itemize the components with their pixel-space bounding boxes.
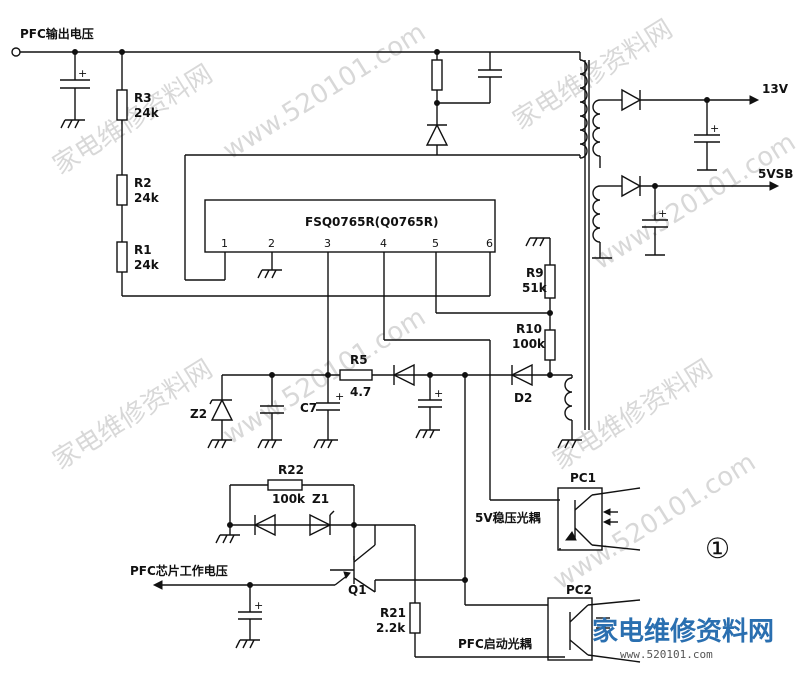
r21-value: 2.2k [376, 621, 406, 635]
pc1-label: PC1 [570, 471, 596, 485]
q1-label: Q1 [348, 583, 367, 597]
output-5vsb: + [615, 174, 780, 256]
watermark-site-4: 家电维修资料网 [548, 354, 718, 476]
r1-label: R1 [134, 243, 152, 257]
site-logo: 家电维修资料网 www.520101.com [592, 616, 774, 661]
ic-label: FSQ0765R(Q0765R) [305, 215, 439, 229]
svg-text:+: + [78, 67, 87, 80]
snubber-network [185, 52, 580, 156]
label-5vsb: 5VSB [758, 167, 793, 181]
svg-text:+: + [335, 390, 344, 403]
r2-resistor [116, 174, 128, 206]
ic-pin-4: 4 [380, 237, 387, 250]
watermark-url-2: www.520101.com [588, 127, 801, 276]
r9-value: 51k [522, 281, 548, 295]
label-pfc-chip: PFC芯片工作电压 [130, 563, 228, 578]
logo-text: 家电维修资料网 [592, 616, 774, 647]
pc2-label: PC2 [566, 583, 592, 597]
vcc-rail: + + [207, 363, 573, 605]
r5-value: 4.7 [350, 385, 371, 399]
watermark-url-3: www.520101.com [218, 302, 431, 451]
watermark-url-4: www.520101.com [548, 447, 761, 596]
ic-pin-6: 6 [486, 237, 493, 250]
svg-text:+: + [710, 122, 719, 135]
r1-resistor [116, 241, 128, 273]
label-pfc-output: PFC输出电压 [20, 26, 94, 41]
r9-label: R9 [526, 266, 544, 280]
r10-value: 100k [512, 337, 546, 351]
transformer [557, 52, 615, 449]
svg-text:+: + [658, 207, 667, 220]
pc2-desc: PFC启动光耦 [458, 636, 532, 651]
logo-url: www.520101.com [620, 648, 713, 661]
output-13v: + [615, 88, 760, 171]
r1-value: 24k [134, 258, 160, 272]
pc1-optocoupler [490, 487, 641, 551]
circle-number: ① [705, 532, 730, 565]
r5-label: R5 [350, 353, 368, 367]
r3-value: 24k [134, 106, 160, 120]
z1-label: Z1 [312, 492, 329, 506]
r21-label: R21 [380, 606, 406, 620]
ic-fsq0765r [184, 155, 553, 500]
r9-r10 [525, 237, 556, 375]
watermark-url-1: www.520101.com [218, 17, 431, 166]
ic-body [204, 199, 496, 253]
svg-text:+: + [254, 599, 263, 612]
input-capacitor: + [60, 52, 90, 129]
r2-value: 24k [134, 191, 160, 205]
r22-value: 100k [272, 492, 306, 506]
label-13v: 13V [762, 82, 789, 96]
z2-label: Z2 [190, 407, 207, 421]
watermark-site-2: 家电维修资料网 [508, 14, 678, 136]
ic-pin-3: 3 [324, 237, 331, 250]
input-terminal [11, 47, 21, 57]
pc1-desc: 5V稳压光耦 [475, 510, 541, 525]
r2-label: R2 [134, 176, 152, 190]
watermark: 家电维修资料网 www.520101.com 家电维修资料网 www.52010… [48, 14, 801, 596]
r3-label: R3 [134, 91, 152, 105]
input-rail [11, 47, 580, 57]
q1-circuit: + [152, 479, 565, 658]
r22-label: R22 [278, 463, 304, 477]
ic-pin-2: 2 [268, 237, 275, 250]
d2-label: D2 [514, 391, 532, 405]
c7-label: C7 [300, 401, 317, 415]
resistor-chain [116, 52, 490, 297]
ic-pin-1: 1 [221, 237, 228, 250]
pc2-optocoupler [465, 597, 641, 663]
r10-label: R10 [516, 322, 542, 336]
svg-text:+: + [434, 387, 443, 400]
ic-pin-5: 5 [432, 237, 439, 250]
r3-resistor [116, 89, 128, 121]
